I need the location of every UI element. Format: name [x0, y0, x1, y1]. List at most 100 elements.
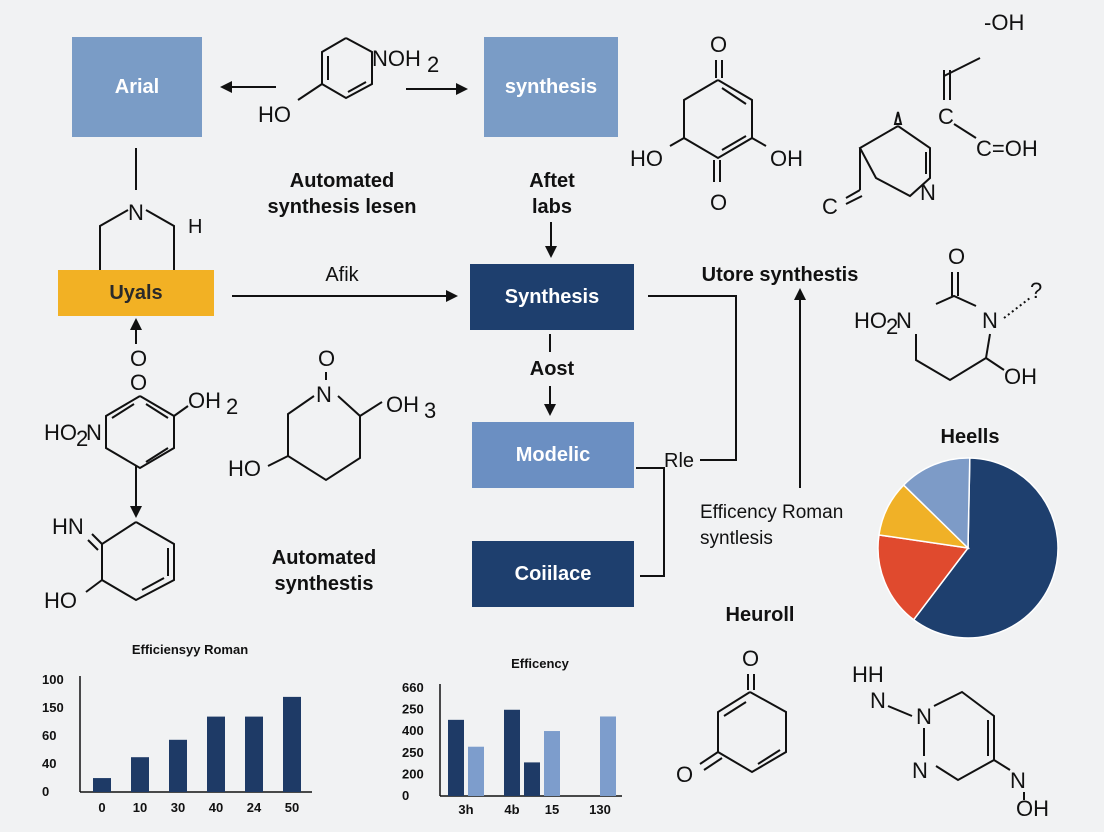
- chart1-bar: [245, 716, 263, 792]
- quinone-molecule: O HO OH O: [630, 32, 803, 215]
- pyridine-noh2-molecule: NOH 2 HO: [258, 37, 439, 127]
- heells-label: Heells: [940, 426, 1000, 448]
- chart2-bar: [544, 731, 560, 796]
- chart1-y-tick: 0: [42, 784, 49, 799]
- chart2-title: Efficency: [511, 656, 570, 671]
- hydrazine-oh-text: OH: [1016, 796, 1049, 821]
- piperidine-n-text: N: [316, 382, 332, 407]
- automated-synthesis-lesen-label: Automated synthesis lesen: [267, 170, 417, 218]
- coiilace-box-label: Coiilace: [514, 562, 592, 585]
- hydrazine-n2-text: N: [916, 704, 932, 729]
- arial-box-label: Arial: [114, 75, 160, 98]
- pyridone-o-top: O: [130, 346, 147, 371]
- hydrazine-n3-text: N: [912, 758, 928, 783]
- aryl-ho-text: HO: [44, 588, 77, 613]
- pyrimidinone-mark: ?: [1030, 278, 1042, 303]
- automated-synthestis-label: Automated synthestis: [271, 547, 377, 595]
- pyrimidinone-n2-text: N: [982, 308, 998, 333]
- pyrimidinone-n1-text: N: [896, 308, 912, 333]
- pyridone-o-text: O: [130, 370, 147, 395]
- piperidine-oh3-sub: 3: [424, 398, 436, 423]
- chart2-bar: [468, 746, 484, 796]
- pyridone-ho2n-text: HO: [44, 420, 77, 445]
- chart2-x-tick: 15: [545, 802, 559, 817]
- chart2-bar: [448, 719, 464, 796]
- chart1-title: Efficiensyy Roman: [132, 642, 248, 657]
- pyrimidinone-sub: 2: [886, 314, 898, 339]
- loop-modelic-coiilace: [636, 467, 665, 577]
- chart1-x-tick: 24: [247, 800, 262, 815]
- quinone-o-bottom: O: [710, 190, 727, 215]
- pyrimidinone-ho2n-text: HO: [854, 308, 887, 333]
- chart2-y-tick: 250: [402, 745, 424, 760]
- coiilace-box: Coiilace: [472, 541, 634, 607]
- loop-synthesis-rle: [648, 295, 737, 461]
- pyrroline-molecule: N C: [822, 111, 936, 219]
- quinone-o-top: O: [710, 32, 727, 57]
- pyridone-ho2n-sub: 2: [76, 426, 88, 451]
- chart1-bar: [131, 757, 149, 792]
- uyals-box-label: Uyals: [109, 281, 163, 304]
- acid-c1-text: C: [938, 104, 954, 129]
- piperidine-ho-text: HO: [228, 456, 261, 481]
- chart1-y-tick: 100: [42, 672, 64, 687]
- arial-box: Arial: [72, 37, 202, 137]
- pyridine-noh2-sub: 2: [427, 52, 439, 77]
- chart1-bar: [93, 778, 111, 792]
- chart2-x-tick: 3h: [458, 802, 473, 817]
- chart1-bar: [169, 739, 187, 792]
- pyrimidinone-o-text: O: [948, 244, 965, 269]
- pie-slice: [902, 457, 971, 550]
- hydrazine-hh-text: HH: [852, 662, 884, 687]
- pyridine-noh2-text: NOH: [372, 46, 421, 71]
- aryl-molecule: HN HO: [44, 514, 175, 613]
- pyrimidinone-molecule: O HO 2 N N OH ?: [854, 244, 1042, 389]
- heuroll-label: Heuroll: [725, 604, 795, 626]
- aryl-hn-text: HN: [52, 514, 84, 539]
- pyridone-molecule: O O OH 2 HO 2 N: [44, 346, 238, 470]
- acid-molecule: -OH C C=OH: [938, 10, 1038, 161]
- dione-molecule: O O: [676, 646, 787, 787]
- pyrroline-n-text: N: [920, 180, 936, 205]
- chart2-y-tick: 250: [402, 702, 424, 717]
- pie-slice: [877, 534, 970, 621]
- dione-o-bottom: O: [676, 762, 693, 787]
- chart2-bar: [504, 709, 520, 796]
- quinone-ho-text: HO: [630, 146, 663, 171]
- modelic-box: Modelic: [472, 422, 634, 488]
- uyals-box: Uyals: [58, 270, 214, 316]
- synthesis-top-box: synthesis: [484, 37, 618, 137]
- pyridine-ho-text: HO: [258, 102, 291, 127]
- piperazine-n-text: N: [128, 200, 144, 225]
- piperazine-molecule: N: [99, 200, 175, 270]
- rle-label: Rle: [664, 450, 695, 472]
- modelic-box-label: Modelic: [515, 443, 591, 466]
- chart2-x-tick: 4b: [504, 802, 519, 817]
- chart1-x-tick: 0: [98, 800, 105, 815]
- pyridone-oh2-text: OH: [188, 388, 221, 413]
- chart2-y-tick: 200: [402, 766, 424, 781]
- hydrazine-n1-text: N: [870, 688, 886, 713]
- h-label: H: [188, 216, 203, 238]
- piperidine-molecule: O N OH 3 HO: [228, 346, 436, 482]
- aost-label: Aost: [529, 358, 575, 380]
- pyrroline-c-text: C: [822, 194, 838, 219]
- chart2-y-tick: 0: [402, 788, 409, 803]
- chart1-x-tick: 50: [285, 800, 299, 815]
- chart1-y-tick: 150: [42, 700, 64, 715]
- pyrimidinone-oh-text: OH: [1004, 364, 1037, 389]
- piperidine-oh3-text: OH: [386, 392, 419, 417]
- synthesis-main-box: Synthesis: [470, 264, 634, 330]
- utore-synthestis-label: Utore synthestis: [701, 264, 859, 286]
- afik-label: Afik: [325, 264, 359, 286]
- chart2-y-tick: 400: [402, 723, 424, 738]
- chart2-y-tick: 660: [402, 680, 424, 695]
- synthesis-top-box-label: synthesis: [504, 75, 598, 98]
- chart1-y-tick: 40: [42, 756, 56, 771]
- chart2-bar: [600, 716, 616, 796]
- quinone-oh-text: OH: [770, 146, 803, 171]
- synthesis-main-box-label: Synthesis: [504, 285, 600, 308]
